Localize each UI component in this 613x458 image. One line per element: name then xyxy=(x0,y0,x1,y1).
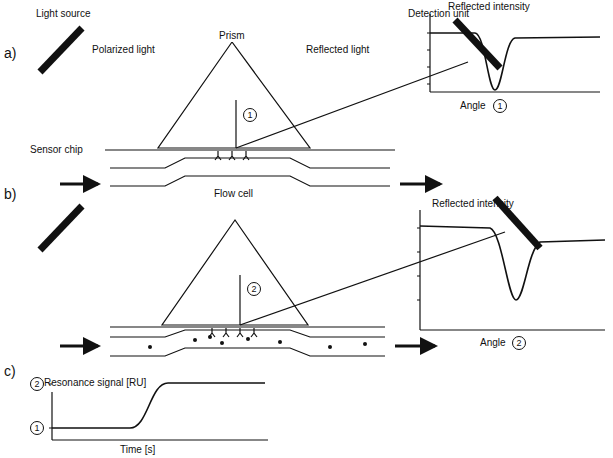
axis-title: Resonance signal [RU] xyxy=(44,377,146,389)
part-name: Sensor chip xyxy=(30,144,83,156)
part-name: Flow cell xyxy=(214,188,253,200)
part-name: Light source xyxy=(36,8,90,20)
panel-letter: a) xyxy=(4,45,16,61)
beam-name: Polarized light xyxy=(92,44,155,56)
panel-letter: c) xyxy=(4,363,16,379)
callout-number: 2 xyxy=(247,282,261,296)
callout-number: 1 xyxy=(493,99,507,113)
axis-label: Angle xyxy=(480,337,506,349)
axis-label: Time [s] xyxy=(120,444,155,456)
axis-label: Angle xyxy=(460,100,486,112)
axis-title: Reflected intensity xyxy=(432,198,514,210)
beam-name: Reflected light xyxy=(306,44,369,56)
tick-label: 2 xyxy=(30,377,44,391)
panel-letter: b) xyxy=(4,186,16,202)
axis-title: Reflected intensity xyxy=(448,1,530,13)
callout-number: 1 xyxy=(243,108,257,122)
part-name: Prism xyxy=(218,30,246,42)
tick-label: 1 xyxy=(30,421,44,435)
callout-number: 2 xyxy=(512,336,526,350)
